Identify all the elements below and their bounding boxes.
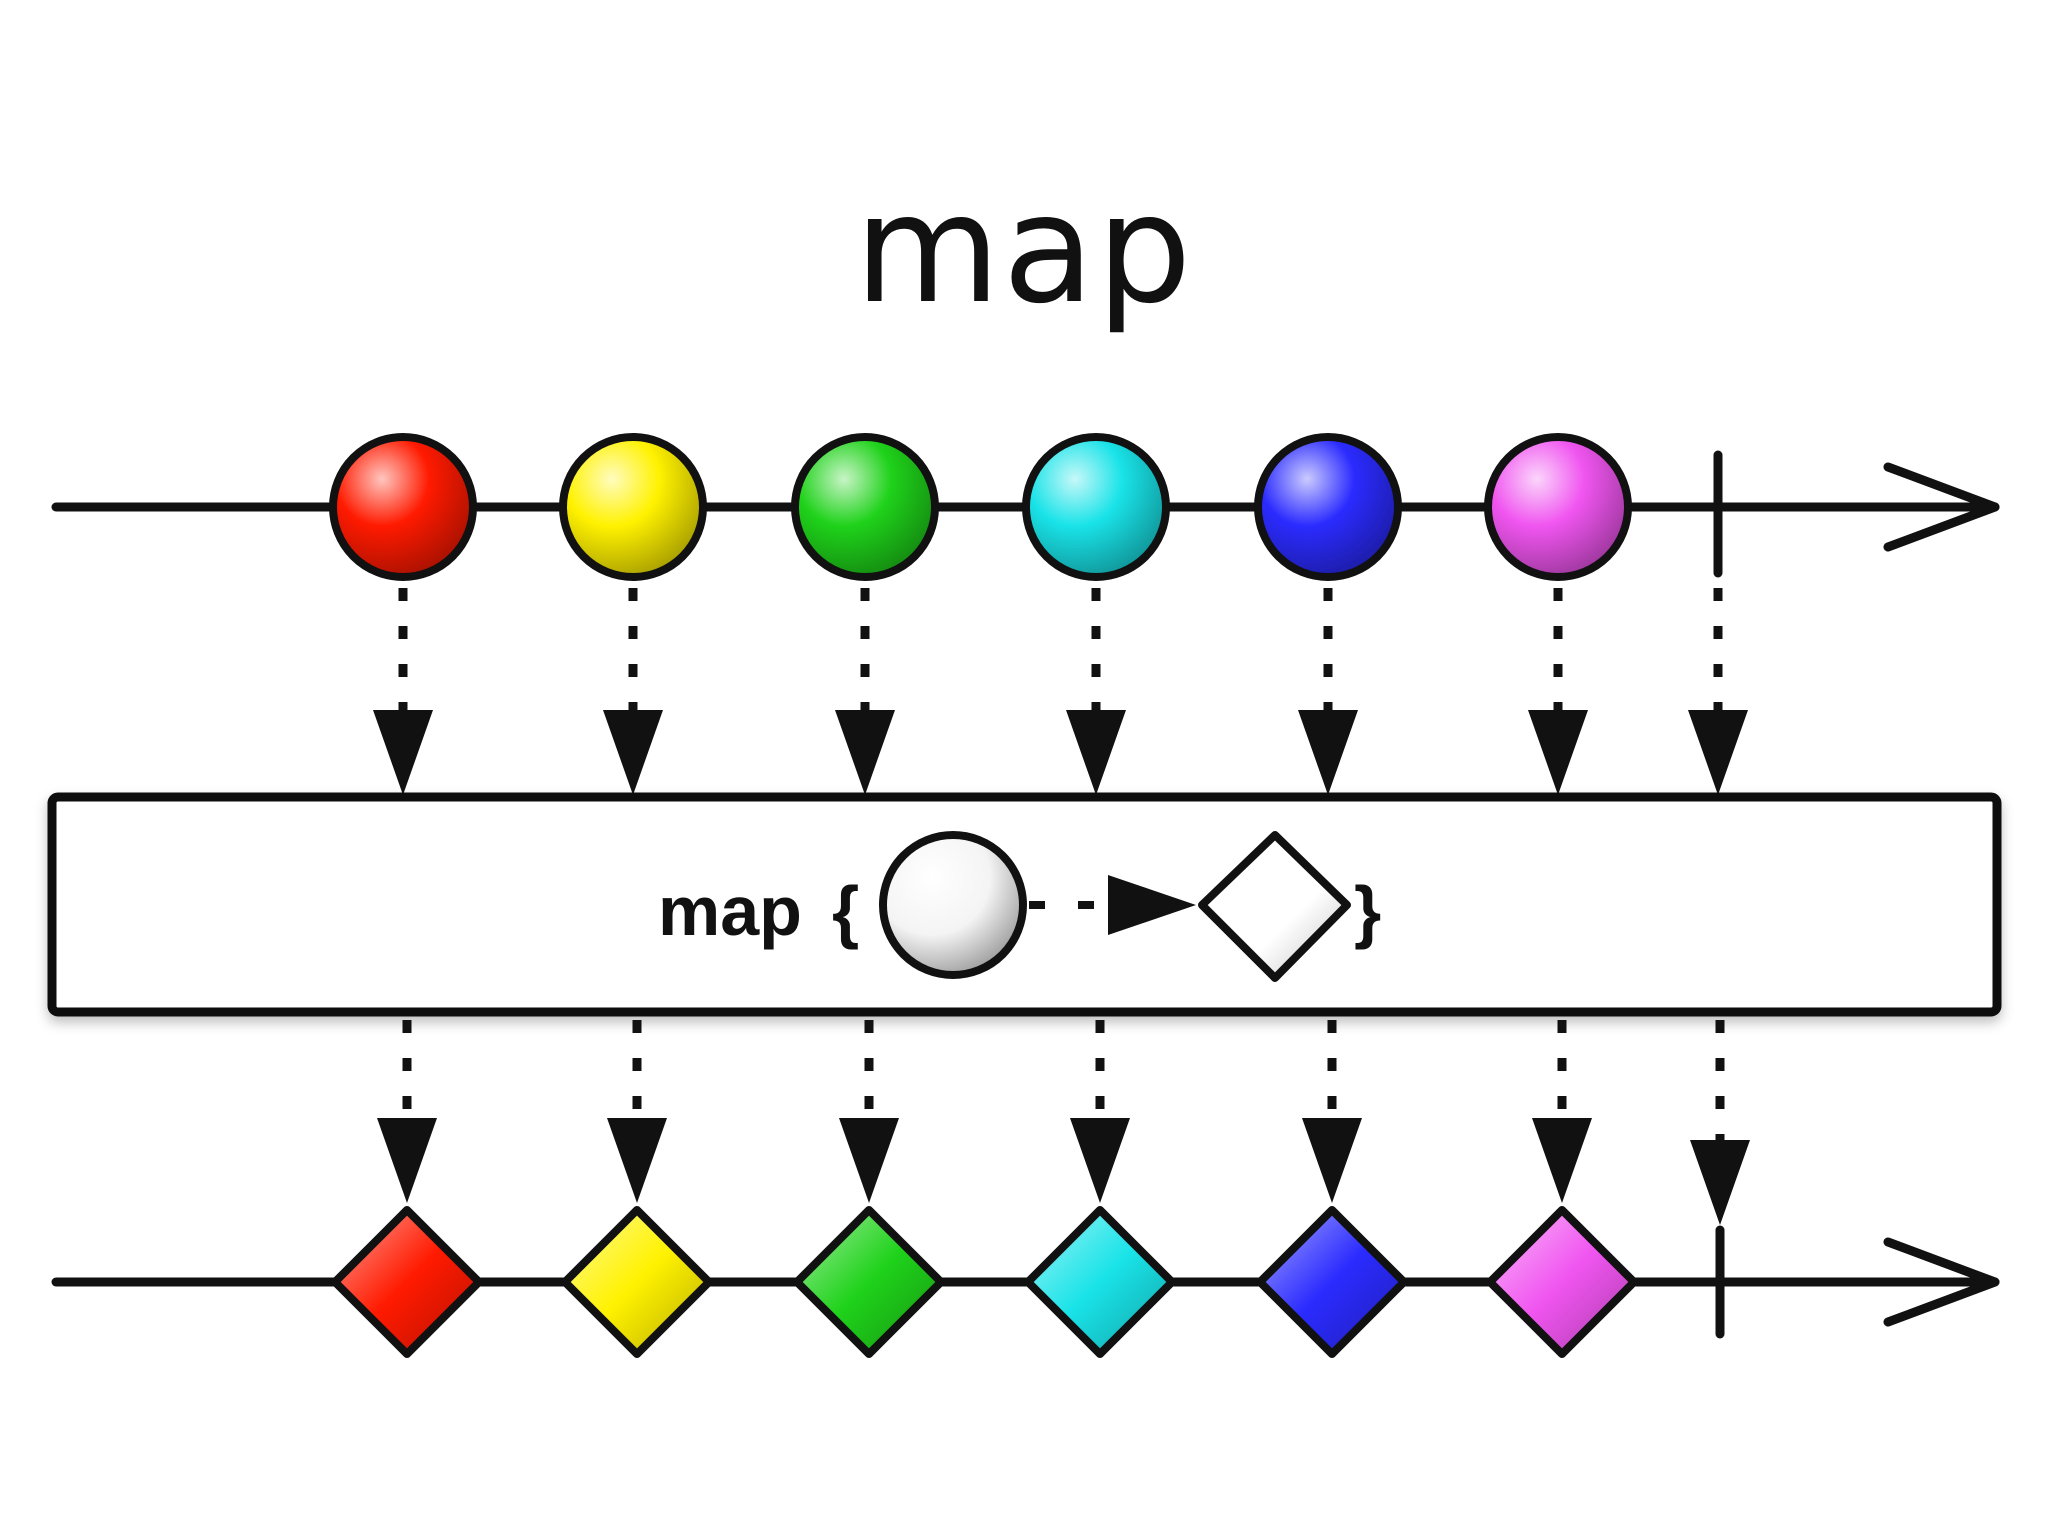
source-items — [329, 433, 1632, 581]
result-diamond-yellow — [561, 1206, 713, 1358]
result-diamond-green — [793, 1206, 945, 1358]
source-marble-blue — [1254, 433, 1402, 581]
source-marble-red — [329, 433, 477, 581]
slide-title: map — [854, 163, 1194, 337]
output-connector-1 — [377, 1020, 437, 1203]
operator-input-circle — [879, 831, 1027, 979]
source-marble-cyan — [1022, 433, 1170, 581]
source-timeline-arrowhead — [1883, 462, 2000, 552]
input-connectors — [373, 588, 1748, 795]
output-connector-6 — [1532, 1020, 1592, 1203]
operator-box: map { } — [47, 792, 2002, 1017]
operator-close-brace: } — [1354, 872, 1381, 950]
input-connector-1 — [373, 588, 433, 795]
output-connector-3 — [839, 1020, 899, 1203]
input-connector-3 — [835, 588, 895, 795]
input-connector-6 — [1528, 588, 1588, 795]
operator-transform-arrowhead — [1108, 875, 1196, 935]
output-connector-5 — [1302, 1020, 1362, 1203]
output-connector-completion — [1690, 1020, 1750, 1225]
output-connector-4 — [1070, 1020, 1130, 1203]
source-marble-magenta — [1484, 433, 1632, 581]
result-timeline-arrowhead — [1883, 1237, 2000, 1327]
input-connector-5 — [1298, 588, 1358, 795]
result-diamond-magenta — [1486, 1206, 1638, 1358]
operator-label: map — [658, 872, 802, 950]
source-marble-yellow — [559, 433, 707, 581]
result-items — [331, 1206, 1638, 1358]
output-connectors — [377, 1020, 1750, 1225]
output-connector-2 — [607, 1020, 667, 1203]
input-connector-4 — [1066, 588, 1126, 795]
operator-output-diamond — [1198, 831, 1351, 982]
input-connector-2 — [603, 588, 663, 795]
result-diamond-cyan — [1024, 1206, 1176, 1358]
input-connector-completion — [1688, 588, 1748, 795]
result-diamond-red — [331, 1206, 483, 1358]
operator-open-brace: { — [832, 872, 859, 950]
result-diamond-blue — [1256, 1206, 1408, 1358]
source-marble-green — [791, 433, 939, 581]
